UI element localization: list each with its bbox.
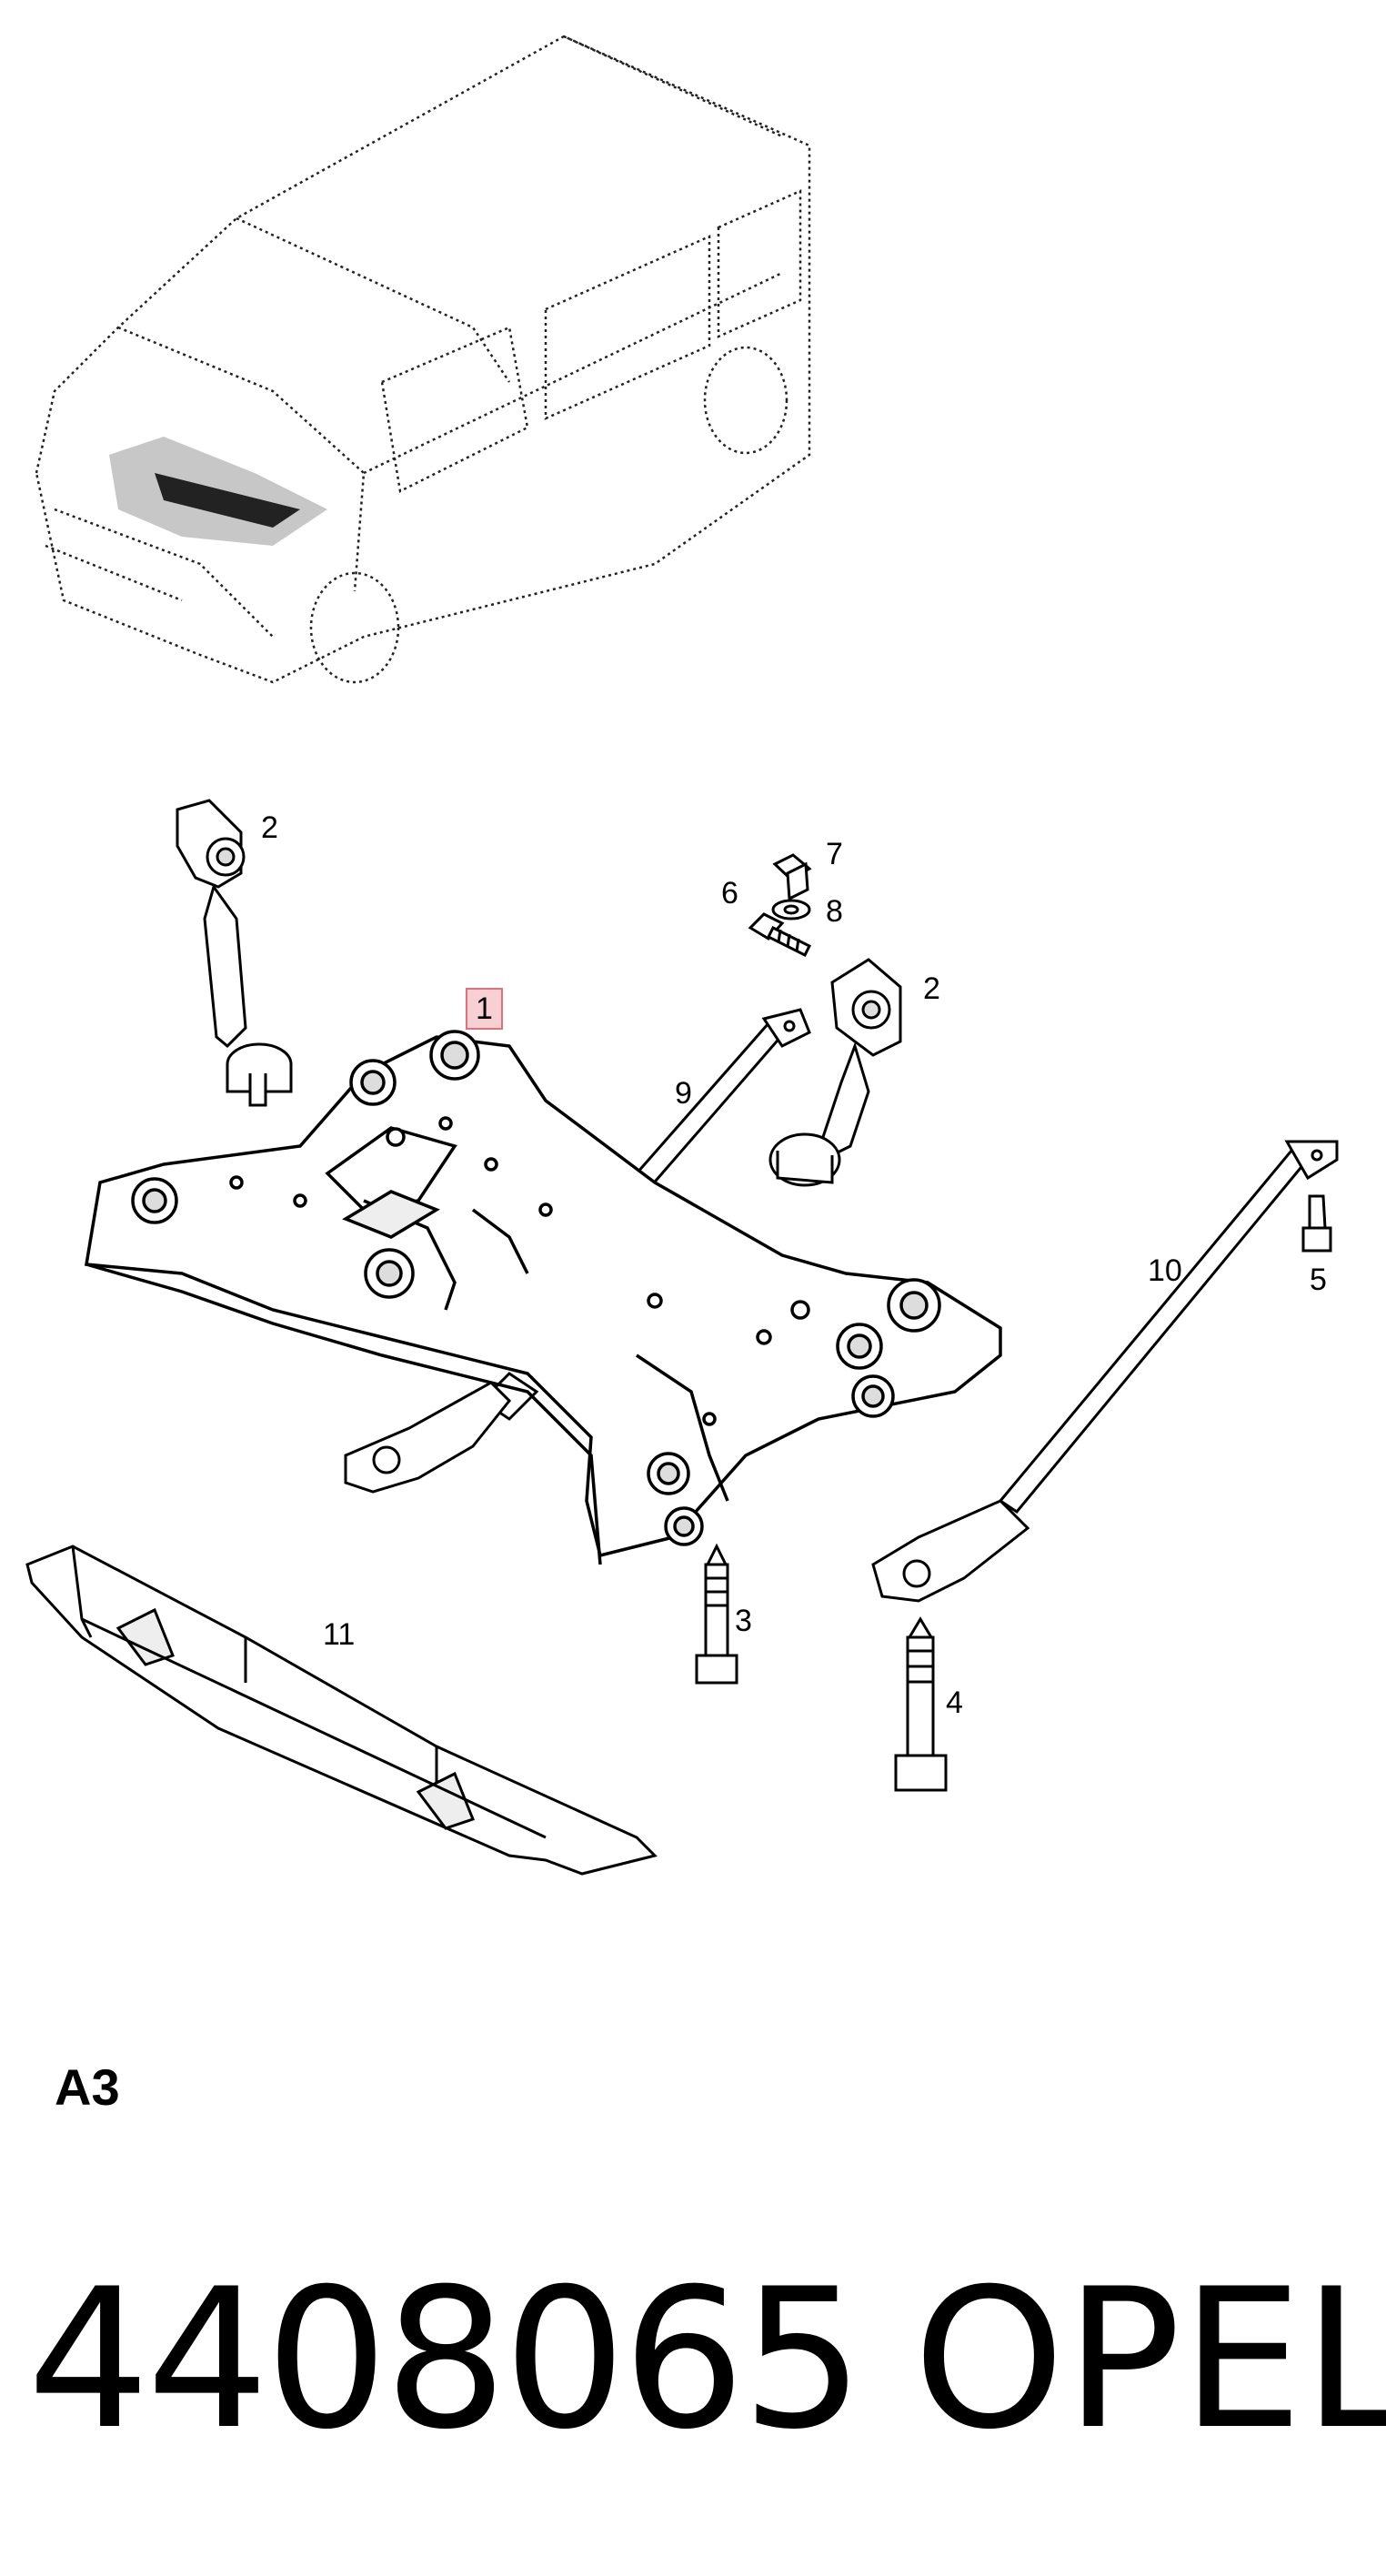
callout-1[interactable]: 1 [466, 988, 503, 1030]
subframe-crossmember [84, 1030, 1002, 1565]
callout-5[interactable]: 5 [1310, 1263, 1327, 1297]
callout-4[interactable]: 4 [946, 1685, 963, 1720]
callout-7[interactable]: 7 [826, 837, 843, 871]
bolt-3 [695, 1543, 738, 1685]
brand-name: OPEL [913, 2247, 1386, 2471]
engine-bay-shading [109, 437, 327, 546]
sheet-code: A3 [55, 2058, 120, 2116]
callout-11[interactable]: 11 [323, 1617, 356, 1652]
callout-6[interactable]: 6 [721, 876, 738, 911]
callout-2-left[interactable]: 2 [261, 810, 278, 845]
bolt-4 [894, 1616, 948, 1792]
callout-10[interactable]: 10 [1148, 1253, 1182, 1288]
engine-mount-right [768, 958, 902, 1187]
callout-3[interactable]: 3 [735, 1604, 752, 1638]
lower-link-left [344, 1381, 512, 1494]
part-number: 4408065 [27, 2247, 864, 2471]
exploded-parts-diagram [25, 35, 1339, 1876]
underbody-shield [25, 1545, 658, 1876]
callout-9[interactable]: 9 [675, 1076, 692, 1111]
van-illustration [35, 35, 811, 684]
bolt-5 [1301, 1194, 1332, 1253]
bolt-nut-washer [748, 853, 812, 958]
callout-8[interactable]: 8 [826, 894, 843, 929]
stay-bar-10 [871, 1140, 1339, 1603]
callout-2-right[interactable]: 2 [923, 971, 940, 1006]
engine-mount-left [176, 799, 293, 1107]
